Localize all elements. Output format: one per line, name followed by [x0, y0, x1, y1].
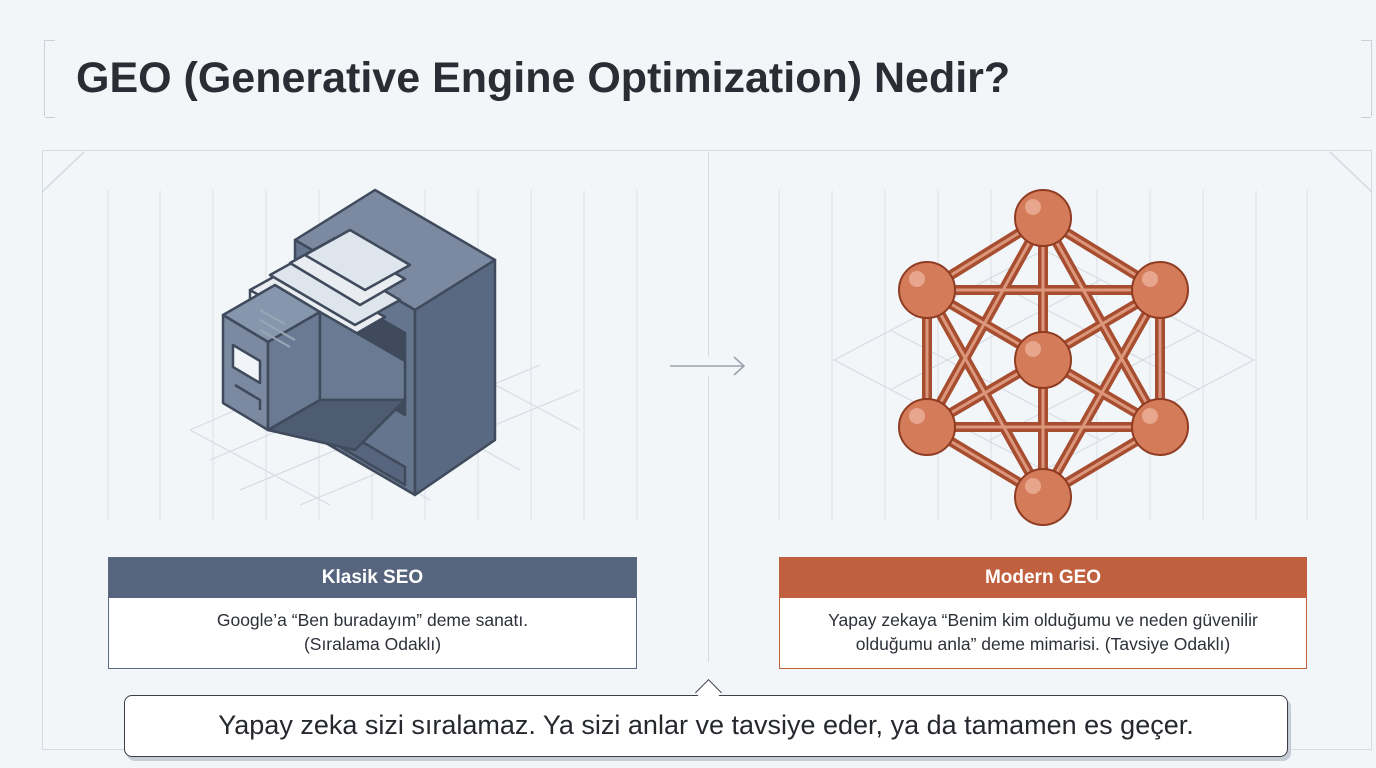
title-frame	[44, 40, 1372, 118]
page-title: GEO (Generative Engine Optimization) Ned…	[76, 54, 1011, 102]
modern-geo-heading: Modern GEO	[780, 558, 1306, 598]
klasik-seo-description-line: Google’a “Ben buradayım” deme sanatı.	[216, 610, 529, 630]
klasik-seo-heading: Klasik SEO	[109, 558, 636, 598]
callout-message: Yapay zeka sizi sıralamaz. Ya sizi anlar…	[124, 695, 1288, 757]
network-graph-icon	[898, 189, 1189, 526]
modern-geo-card: Modern GEO Yapay zekaya “Benim kim olduğ…	[779, 557, 1307, 669]
klasik-seo-description-line: (Sıralama Odaklı)	[303, 634, 442, 654]
modern-geo-description-line: Yapay zekaya “Benim kim olduğumu ve nede…	[828, 610, 1258, 630]
callout-pointer-cover	[694, 697, 724, 705]
klasik-seo-card: Klasik SEO Google’a “Ben buradayım” deme…	[108, 557, 637, 669]
arrow-right-icon	[670, 356, 746, 376]
column-divider	[708, 152, 709, 662]
filing-cabinet-icon	[221, 188, 497, 497]
modern-geo-description-line: olduğumu anla” deme mimarisi. (Tavsiye O…	[855, 634, 1231, 654]
klasik-seo-description: Google’a “Ben buradayım” deme sanatı. (S…	[109, 598, 636, 656]
modern-geo-description: Yapay zekaya “Benim kim olduğumu ve nede…	[780, 598, 1306, 656]
